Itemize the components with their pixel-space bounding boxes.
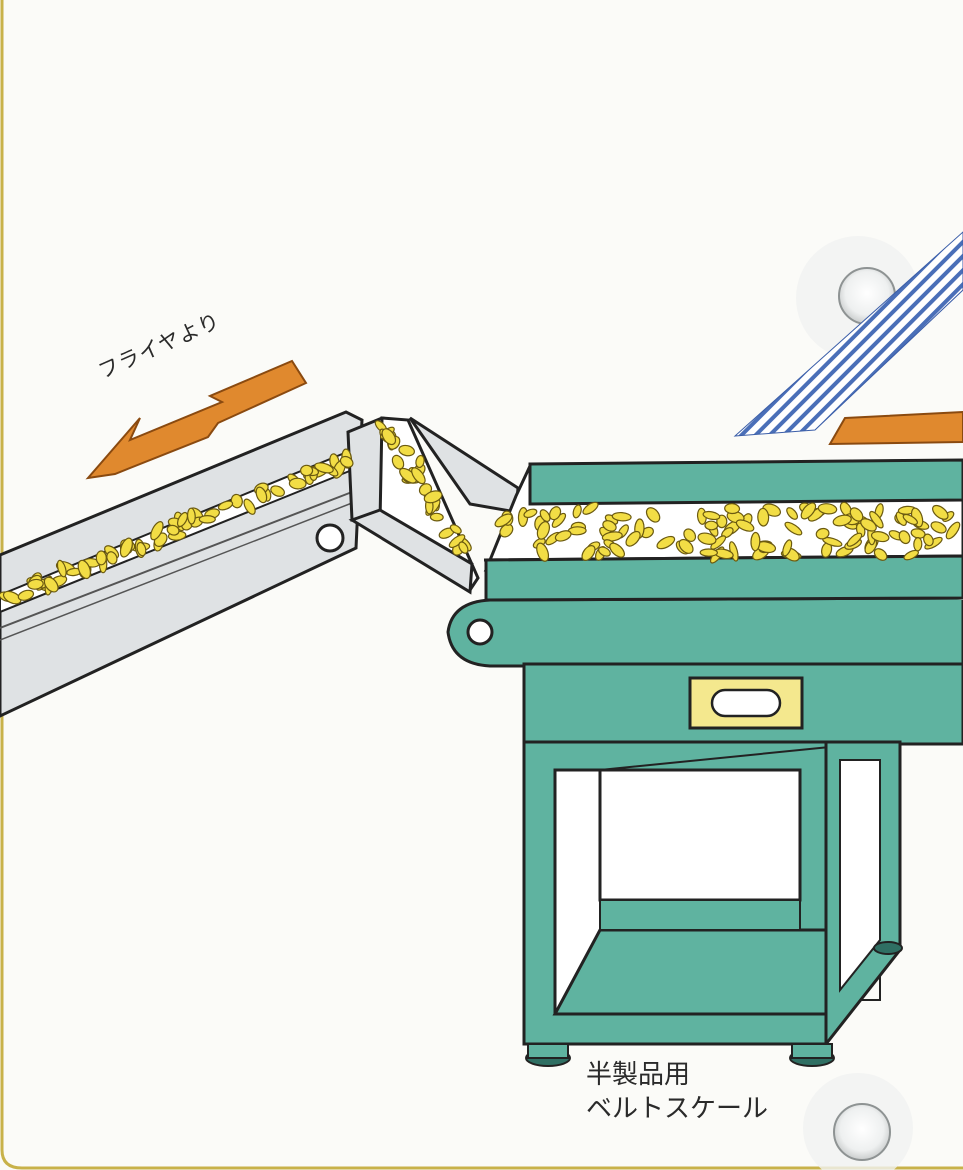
chip-mark <box>289 478 306 489</box>
chip-mark <box>751 532 760 550</box>
inclined-conveyor <box>0 412 362 716</box>
chip-mark <box>914 537 922 550</box>
chip-mark <box>700 549 717 556</box>
label-belt-scale-line2: ベルトスケール <box>586 1092 768 1126</box>
label-belt-scale-line1: 半製品用 <box>586 1058 768 1092</box>
binder-hole-icon <box>803 1073 913 1170</box>
chip-mark <box>199 516 215 523</box>
chip-mark <box>96 551 106 565</box>
chip-mark <box>757 508 769 526</box>
chip-mark <box>430 513 443 521</box>
chip-mark <box>705 521 718 530</box>
label-belt-scale: 半製品用 ベルトスケール <box>586 1058 768 1126</box>
chip-mark <box>301 465 313 476</box>
arrow-outgoing-icon <box>830 412 963 444</box>
chip-mark <box>187 508 195 524</box>
chip-mark <box>724 503 739 514</box>
